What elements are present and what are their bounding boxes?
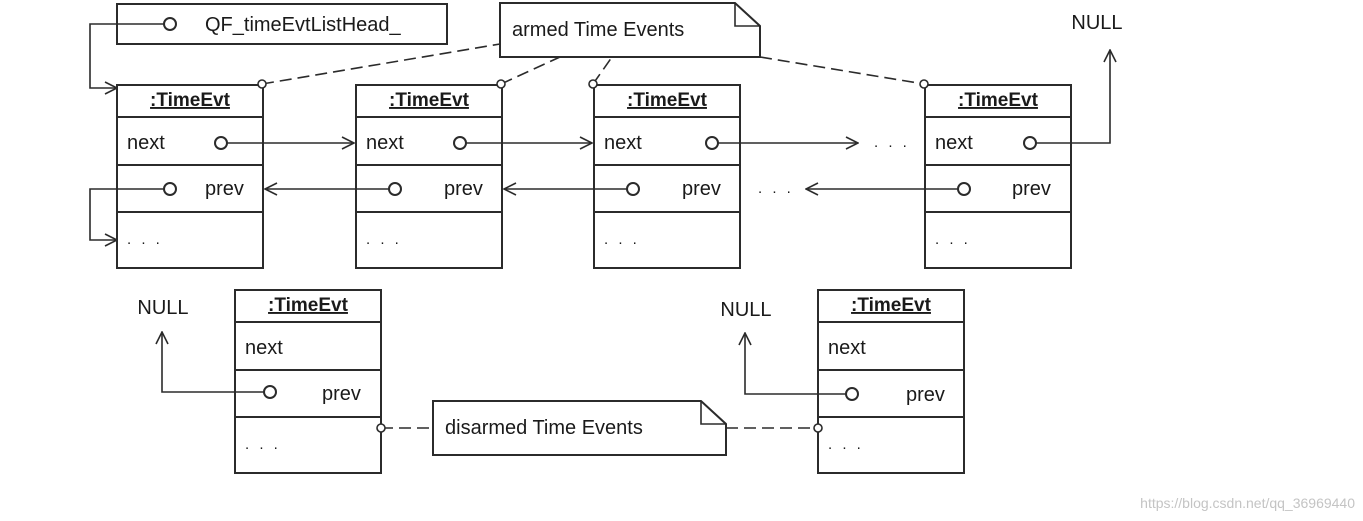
object-title: :TimeEvt [627, 90, 708, 111]
list-head-pointer: QF_timeEvtListHead_ [116, 3, 448, 45]
next-chain-ellipsis: . . . [874, 134, 910, 151]
null-label: NULL [137, 297, 188, 319]
next-field-label: next [127, 132, 165, 154]
prev-pointer-dot [845, 387, 859, 401]
next-pointer-dot [214, 136, 228, 150]
next-field-label: next [604, 132, 642, 154]
null-label: NULL [720, 299, 771, 321]
next-pointer-dot [1023, 136, 1037, 150]
armed-note-anchors [257, 43, 929, 89]
more-fields-ellipsis: . . . [828, 436, 864, 453]
prev-self-loop-arrow [89, 188, 164, 240]
watermark-text: https://blog.csdn.net/qq_36969440 [1140, 495, 1355, 511]
next-links: . . . NULL [214, 12, 1123, 151]
disarmed-note-label: disarmed Time Events [445, 417, 643, 439]
more-fields-ellipsis: . . . [127, 231, 163, 248]
more-fields-ellipsis: . . . [245, 436, 281, 453]
more-fields-ellipsis: . . . [935, 231, 971, 248]
object-title: :TimeEvt [268, 295, 349, 316]
object-title: :TimeEvt [389, 90, 470, 111]
armed-timeevt-1: :TimeEvt next prev . . . [116, 84, 264, 269]
prev-links: . . . [89, 180, 971, 240]
prev-field-label: prev [444, 178, 483, 200]
list-head-arrow [89, 23, 164, 88]
object-title: :TimeEvt [150, 90, 231, 111]
prev-to-null-arrow [162, 332, 264, 393]
disarmed-timeevt-1: :TimeEvt next prev . . . [234, 289, 382, 474]
armed-timeevt-4: :TimeEvt next prev . . . [924, 84, 1072, 269]
armed-note: armed Time Events [499, 2, 761, 58]
armed-timeevt-3: :TimeEvt next prev . . . [593, 84, 741, 269]
object-title: :TimeEvt [851, 295, 932, 316]
next-pointer-dot [453, 136, 467, 150]
armed-note-label: armed Time Events [512, 19, 684, 41]
disarmed-timeevt-2: :TimeEvt next prev . . . [817, 289, 965, 474]
prev-field-label: prev [205, 178, 244, 200]
object-title: :TimeEvt [958, 90, 1039, 111]
prev-chain-ellipsis: . . . [758, 180, 794, 197]
list-head-pointer-dot [163, 17, 177, 31]
next-field-label: next [366, 132, 404, 154]
next-pointer-dot [705, 136, 719, 150]
prev-field-label: prev [682, 178, 721, 200]
disarmed-note-anchors [376, 423, 823, 433]
prev-to-null-arrow [745, 333, 846, 395]
prev-field-label: prev [322, 383, 361, 405]
more-fields-ellipsis: . . . [604, 231, 640, 248]
prev-pointer-dot [388, 182, 402, 196]
prev-field-label: prev [1012, 178, 1051, 200]
prev-pointer-dot [626, 182, 640, 196]
more-fields-ellipsis: . . . [366, 231, 402, 248]
next-to-null-arrow [1036, 50, 1110, 144]
prev-pointer-dot [163, 182, 177, 196]
list-head-label: QF_timeEvtListHead_ [205, 14, 402, 36]
prev-pointer-dot [263, 385, 277, 399]
null-label: NULL [1071, 12, 1122, 34]
prev-pointer-dot [957, 182, 971, 196]
prev-field-label: prev [906, 384, 945, 406]
next-field-label: next [828, 337, 866, 359]
next-field-label: next [245, 337, 283, 359]
next-field-label: next [935, 132, 973, 154]
armed-timeevt-2: :TimeEvt next prev . . . [355, 84, 503, 269]
disarmed-note: disarmed Time Events [432, 400, 727, 456]
